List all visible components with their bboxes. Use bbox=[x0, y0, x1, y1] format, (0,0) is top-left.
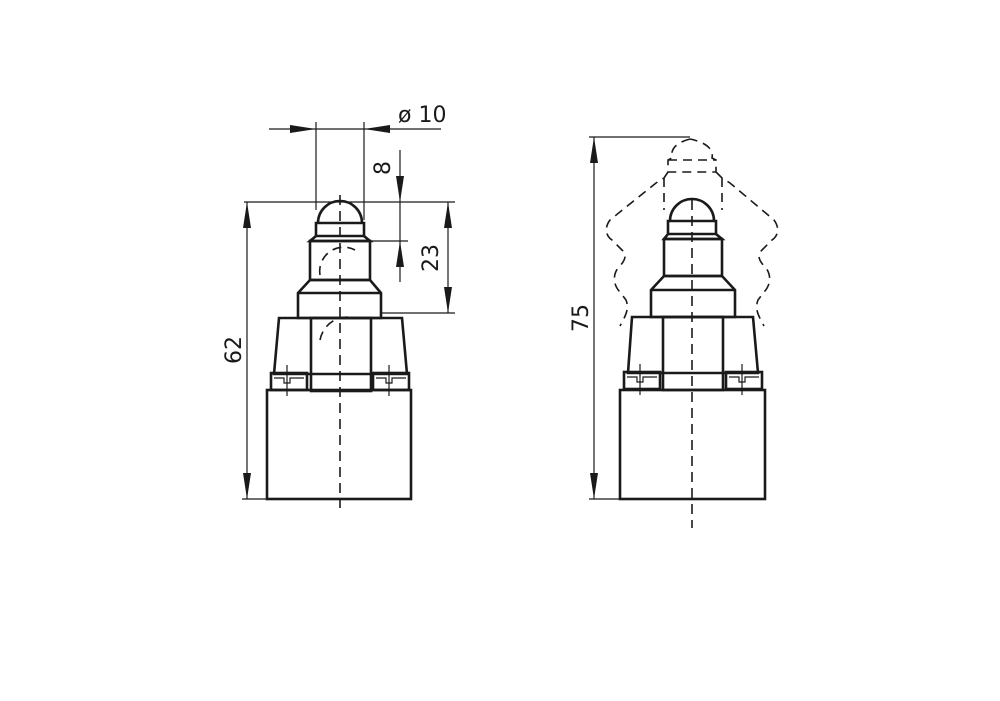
plunger-cap bbox=[661, 219, 726, 241]
left-view: ø 10 8 23 62 bbox=[222, 103, 455, 508]
plunger-dome bbox=[668, 197, 716, 222]
inner-stem bbox=[309, 316, 373, 393]
upper-housing bbox=[626, 315, 760, 375]
screw-right bbox=[724, 364, 764, 395]
dim-overall-height: 62 bbox=[222, 336, 247, 364]
collar bbox=[649, 274, 737, 319]
screw-left bbox=[269, 365, 309, 396]
dim-plunger-height: 23 bbox=[419, 244, 444, 272]
screw-right bbox=[371, 365, 411, 396]
dim-overall-height-actuated: 75 bbox=[569, 304, 594, 332]
dim-diameter: ø 10 bbox=[398, 103, 446, 128]
plunger-shaft bbox=[662, 237, 724, 278]
actuation-envelope bbox=[605, 138, 779, 327]
dim-plunger-travel: 8 bbox=[371, 161, 396, 175]
right-view: 75 bbox=[569, 136, 779, 528]
base-body bbox=[265, 388, 413, 501]
inner-stem bbox=[661, 315, 725, 392]
screw-left bbox=[622, 364, 662, 395]
